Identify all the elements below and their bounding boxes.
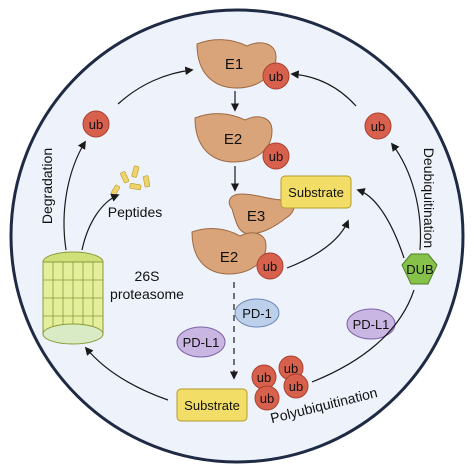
substrate-top: Substrate xyxy=(280,175,352,209)
arrows xyxy=(63,66,422,401)
ub-label-chain-1: ub xyxy=(257,370,271,385)
arrow-ub-right-to-e1 xyxy=(290,70,357,107)
ub-free-left: ub xyxy=(82,110,110,138)
ub-label-chain-3: ub xyxy=(260,391,274,406)
pdl1-protein-right: PD-L1 xyxy=(346,308,396,340)
ub-label-free-left: ub xyxy=(89,117,103,132)
ub-label-chain-4: ub xyxy=(289,379,303,394)
arrow-deubiquitination xyxy=(390,142,422,251)
arrow-to-proteasome xyxy=(84,346,169,401)
e2-bottom-label: E2 xyxy=(220,249,238,266)
peptides-label: Peptides xyxy=(108,204,162,220)
proteasome-26s xyxy=(42,251,104,345)
arrow-ub-to-substrate xyxy=(286,219,350,269)
e2-top-label: E2 xyxy=(224,131,242,148)
pdl1-left-label: PD-L1 xyxy=(183,335,220,350)
e2-enzyme-bottom: E2 xyxy=(191,228,267,275)
polyubiquitin-chain: ub ub ub ub xyxy=(251,355,309,411)
ub-free-right: ub xyxy=(364,112,392,140)
dub-enzyme: DUB xyxy=(401,253,438,285)
degradation-label: Degradation xyxy=(39,148,55,224)
proteasome-label-line1: 26S xyxy=(135,268,160,284)
peptide-fragments xyxy=(110,165,151,196)
arrow-ub-to-e1 xyxy=(117,66,194,105)
e3-label: E3 xyxy=(247,208,265,225)
e2-enzyme-top: E2 xyxy=(194,113,273,163)
e1-label: E1 xyxy=(225,56,243,73)
substrate-bottom-label: Substrate xyxy=(184,398,240,413)
deubiquitination-label: Deubiquitination xyxy=(421,148,437,248)
ub-label-e2-top: ub xyxy=(269,149,283,164)
ub-e2-top: ub xyxy=(262,142,290,170)
proteasome-label-line2: proteasome xyxy=(110,286,184,302)
ub-label-e1: ub xyxy=(269,69,283,84)
pd1-label: PD-1 xyxy=(242,306,272,321)
arrow-degradation xyxy=(63,140,86,251)
ub-e1: ub xyxy=(262,62,290,90)
substrate-top-label: Substrate xyxy=(288,185,344,200)
pdl1-right-label: PD-L1 xyxy=(353,317,390,332)
pdl1-protein-left: PD-L1 xyxy=(176,326,226,358)
ub-label-free-right: ub xyxy=(371,119,385,134)
arrow-dub-to-substrate xyxy=(356,188,405,259)
arrow-polyub-to-dub xyxy=(311,289,415,383)
dub-label: DUB xyxy=(406,262,433,277)
arrow-to-peptides xyxy=(81,193,120,251)
substrate-bottom: Substrate xyxy=(176,388,248,422)
ub-label-chain-2: ub xyxy=(284,361,298,376)
e1-enzyme: E1 xyxy=(196,39,277,89)
pd1-protein: PD-1 xyxy=(234,298,280,328)
ub-label-e2-bottom: ub xyxy=(263,259,277,274)
ub-e2-bottom: ub xyxy=(256,252,284,280)
